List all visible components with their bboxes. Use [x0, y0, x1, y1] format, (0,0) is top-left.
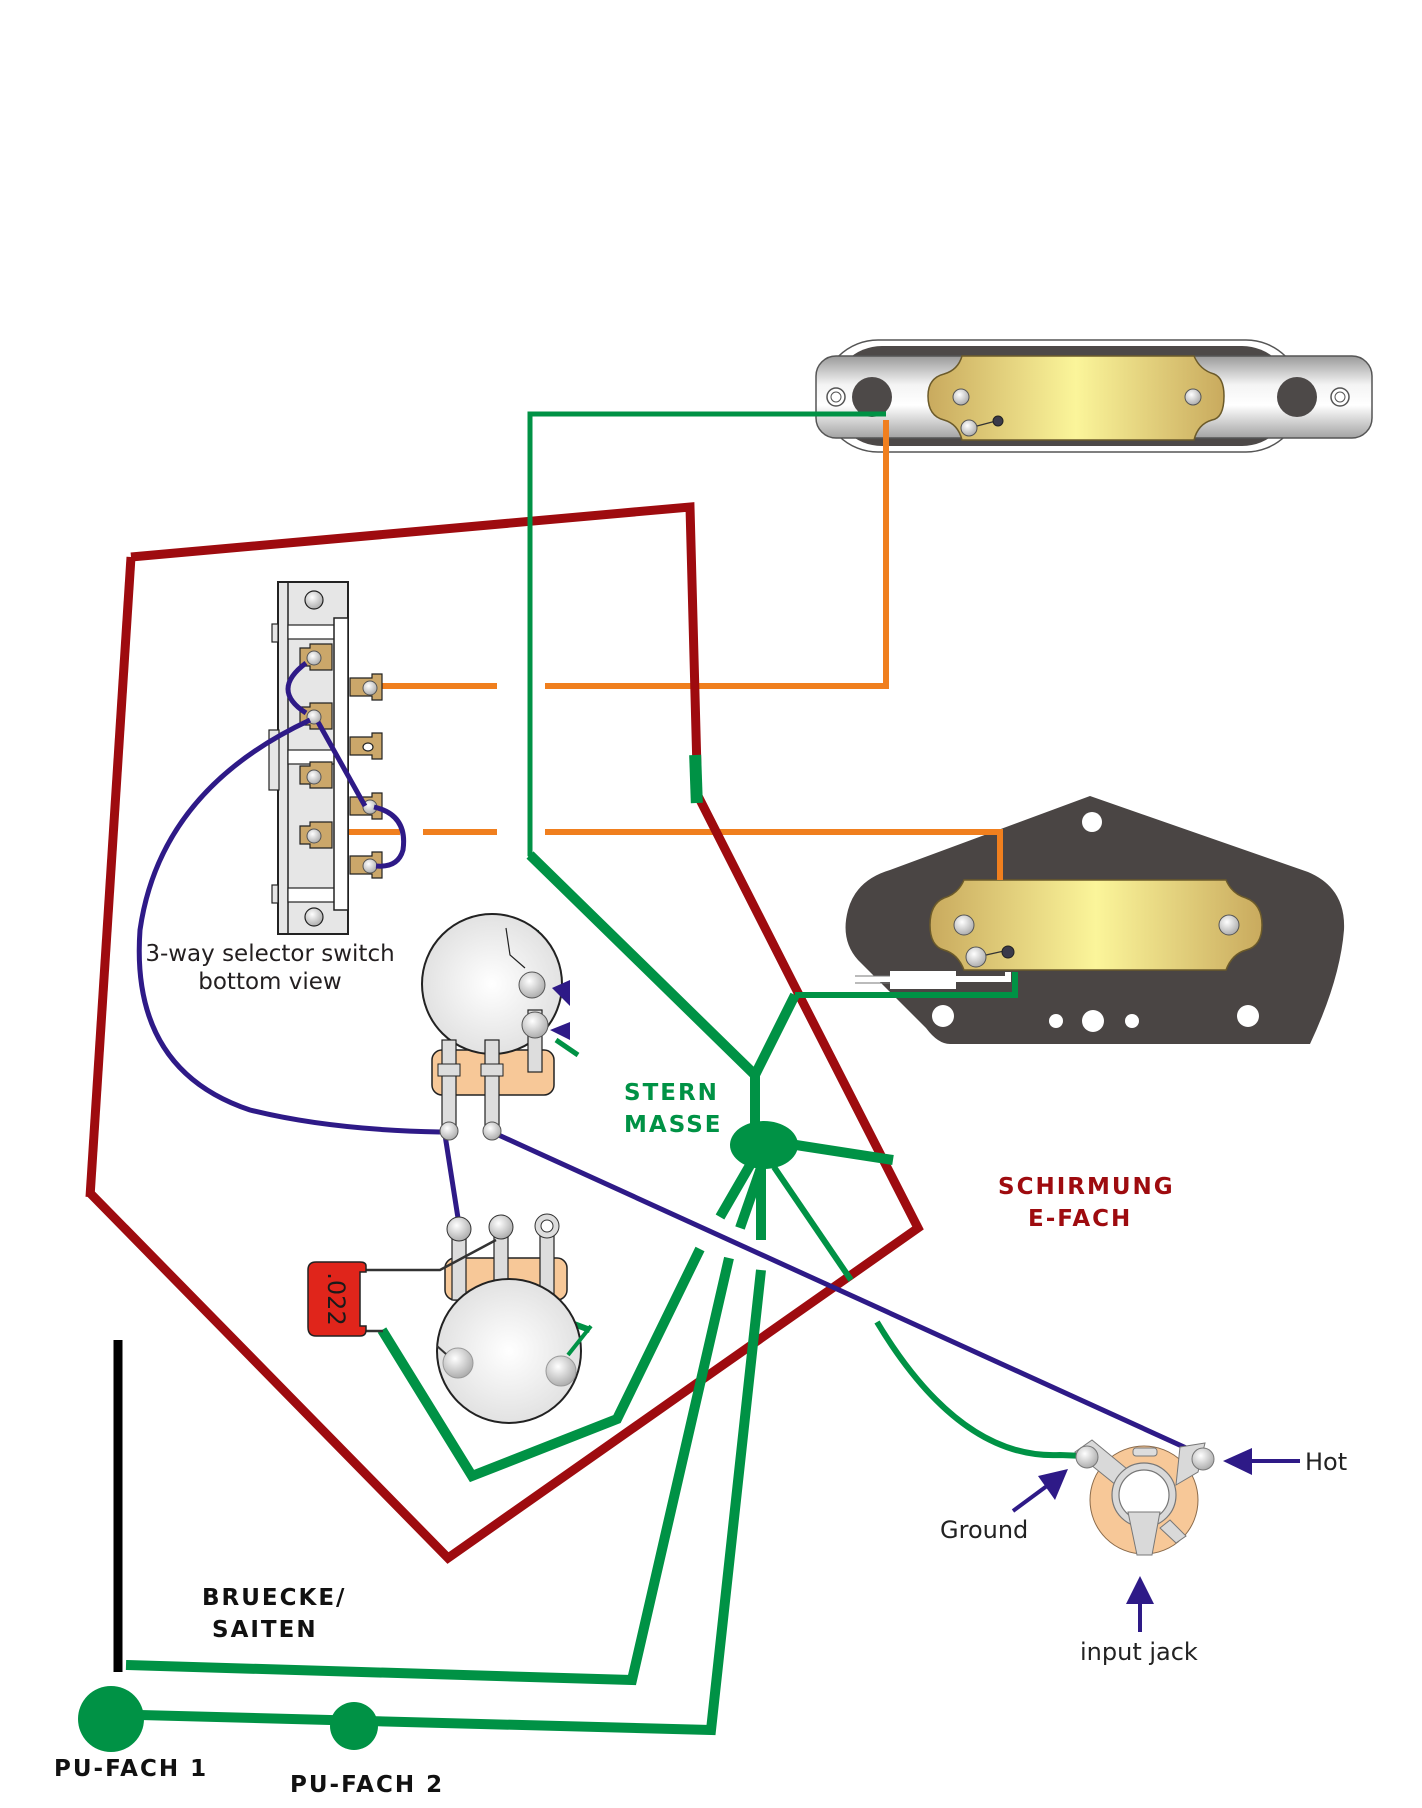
- neck-pickup: [815, 339, 1373, 453]
- solder-lug-icon: [952, 388, 970, 406]
- star-ground-label-line2: MASSE: [624, 1112, 723, 1138]
- neck-pickup-hot-wire: [545, 420, 889, 689]
- solder-lug-icon: [960, 419, 978, 437]
- capacitor-value: .022: [322, 1272, 350, 1325]
- bridge-pickup: [845, 796, 1345, 1044]
- solder-lug-icon: [1184, 388, 1202, 406]
- pu-cavity-1-ground-point: [78, 1686, 144, 1752]
- hot-wires: [136, 717, 1197, 1455]
- shield-label-line2: E-FACH: [1028, 1206, 1132, 1232]
- switch-lug-icon: [306, 828, 322, 844]
- pot-lug-icon: [442, 1347, 474, 1379]
- bridge-pickup-ground-wire: [795, 972, 1018, 998]
- volume-to-jack-hot-wire: [490, 1129, 1197, 1455]
- pickup-hot-wires: [310, 420, 1003, 880]
- ground-arrow-icon: [1011, 1469, 1068, 1513]
- cavity-shield-outline: [130, 502, 702, 771]
- switch-caption-line1: 3-way selector switch: [145, 941, 394, 967]
- jack-hot-label: Hot: [1305, 1448, 1347, 1476]
- jack-caption: input jack: [1080, 1638, 1198, 1666]
- switch-lug-icon: [362, 680, 378, 696]
- switch-lug-icon: [306, 650, 322, 666]
- jack-hot-lug-icon: [1191, 1447, 1215, 1471]
- pot-lug-icon: [518, 971, 546, 999]
- switch-lug-icon: [362, 858, 378, 874]
- pot-lug-icon: [446, 1216, 472, 1242]
- bridge-pickup-hot-wire: [545, 829, 1003, 880]
- tone-pot: [436, 1213, 593, 1424]
- pu-cavity-2-label: PU-FACH 2: [290, 1772, 444, 1798]
- pot-lug-icon: [439, 1121, 459, 1141]
- output-jack: [1011, 1439, 1300, 1632]
- mount-hole-icon: [1277, 377, 1317, 417]
- jack-ground-lug-icon: [1075, 1445, 1099, 1469]
- star-ground-label-line1: STERN: [624, 1080, 719, 1106]
- cavity-ground-wire: [139, 1269, 766, 1736]
- ground-wires: [78, 411, 1086, 1752]
- pot-lug-icon: [482, 1121, 502, 1141]
- input-jack-arrow-icon: [1126, 1576, 1154, 1632]
- jack-ground-wire: [874, 1320, 1086, 1459]
- star-ground-node: [730, 1121, 798, 1169]
- pot-lug-icon: [521, 1011, 549, 1039]
- pu-cavity-2-ground-point: [330, 1702, 378, 1750]
- tone-pot-ground-wire: [377, 1246, 705, 1483]
- wire-sleeve: [890, 971, 956, 989]
- bridge-label-line1: BRUECKE/: [202, 1585, 346, 1611]
- switch-caption-line2: bottom view: [198, 969, 341, 995]
- shield-wire: [85, 502, 924, 1564]
- bridge-pickup-bobbin: [929, 879, 1263, 971]
- switch-lug-icon: [306, 769, 322, 785]
- bridge-label-line2: SAITEN: [212, 1617, 318, 1643]
- volume-pot: [421, 913, 570, 1141]
- switch-lug-icon: [306, 709, 322, 725]
- mount-hole-icon: [852, 377, 892, 417]
- solder-lug-icon: [1218, 914, 1240, 936]
- solder-lug-icon: [953, 914, 975, 936]
- shield-label-line1: SCHIRMUNG: [998, 1174, 1175, 1200]
- bridge-ground-wire: [125, 1256, 734, 1686]
- hot-arrow-icon: [1223, 1448, 1300, 1475]
- switch-to-volume-wire: [136, 717, 441, 1135]
- pot-lug-icon: [488, 1214, 514, 1240]
- pot-lug-icon: [545, 1355, 577, 1387]
- tone-capacitor: .022: [307, 1238, 497, 1337]
- pu-cavity-1-label: PU-FACH 1: [54, 1756, 208, 1782]
- solder-lug-icon: [965, 946, 987, 968]
- jack-ground-label: Ground: [940, 1516, 1028, 1544]
- 3-way-selector-switch: [268, 581, 407, 935]
